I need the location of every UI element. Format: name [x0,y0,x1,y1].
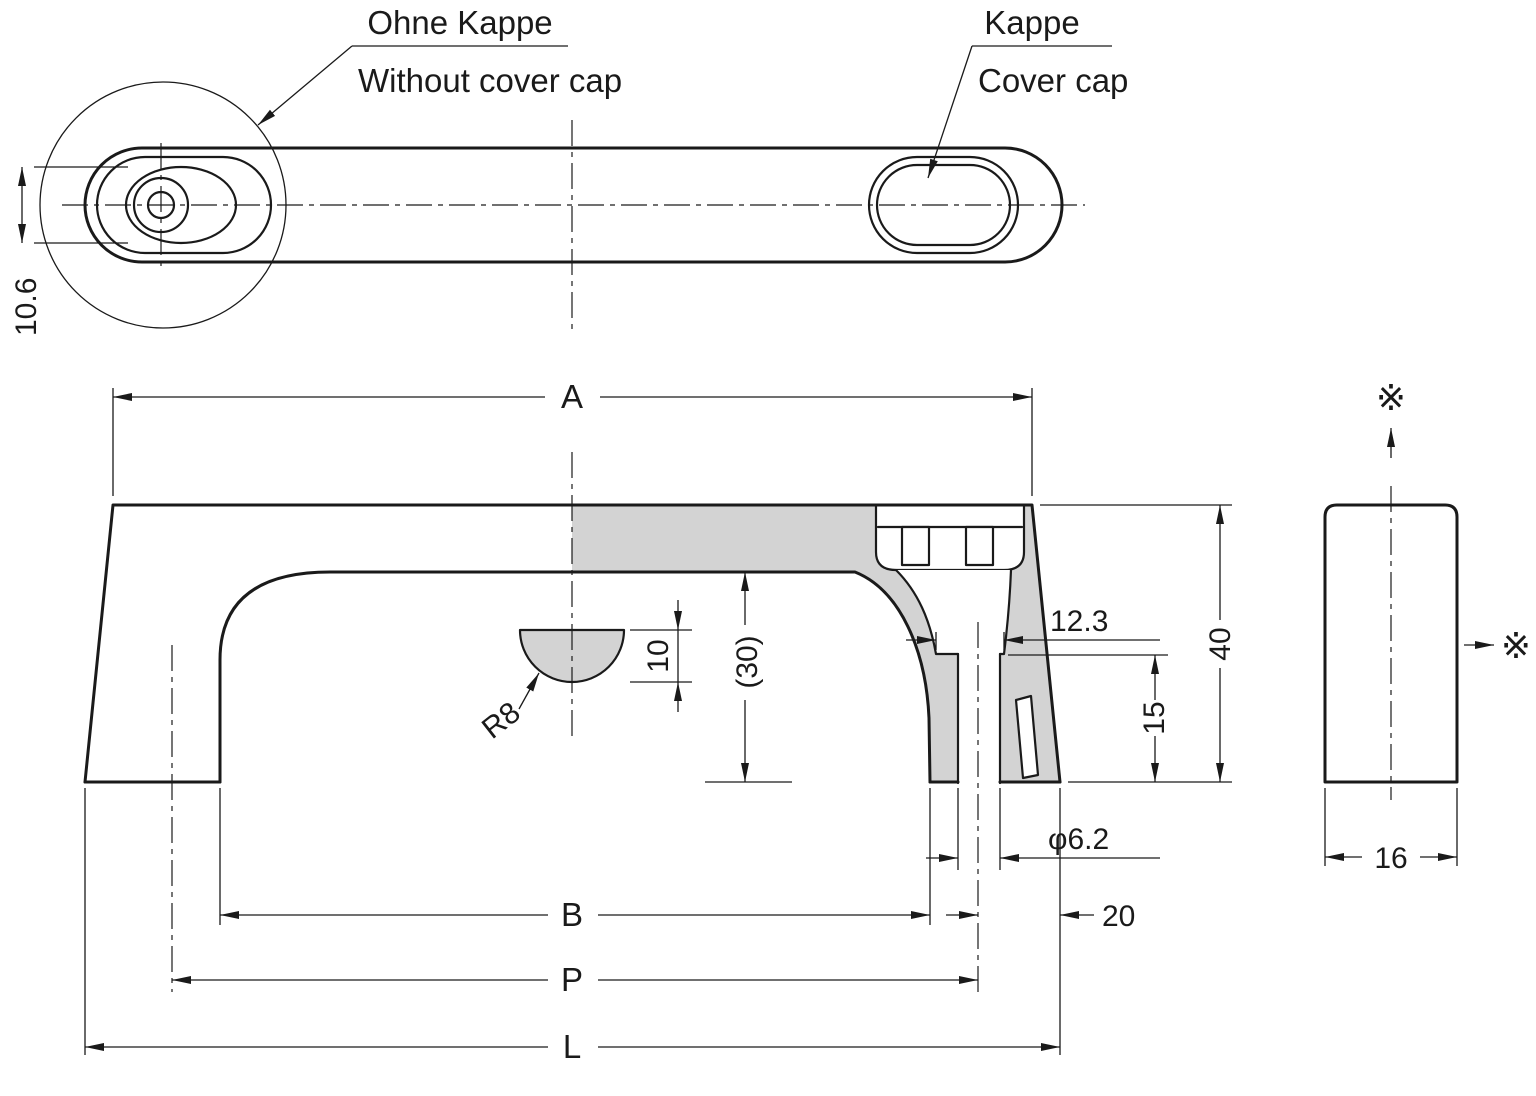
leader-cover-cap [927,45,973,179]
dim-boss-height: 10 [630,600,692,712]
dim-15-value: 15 [1138,701,1171,734]
ref-mark-side-symbol: ※ [1501,625,1531,666]
dim-P-value: P [561,961,583,998]
counterbore-right-wall [998,568,1013,656]
counterbore-left-wall [894,568,960,656]
label-kappe-text: Kappe [984,4,1079,41]
top-view: 10.6 Ohne Kappe Without cover cap Kappe … [10,4,1128,336]
dim-12-3-value: 12.3 [1050,605,1108,638]
dim-40-value: 40 [1204,627,1237,660]
label-without-cover-cap: Ohne Kappe Without cover cap [257,4,622,126]
ref-mark-side: ※ [1464,625,1531,666]
dim-depth: 16 [1324,788,1458,875]
dim-inner-width: B [219,788,931,933]
side-outline [1323,503,1459,784]
dim-screw-hole-dia: φ6.2 [926,788,1160,870]
dim-30-value: (30) [731,635,764,688]
ref-mark-top: ※ [1376,377,1406,458]
dim-phi-6-2-value: φ6.2 [1048,823,1109,856]
dim-counterbore-width: 12.3 [906,605,1160,650]
dim-R8-value: R8 [476,696,527,746]
label-cover-cap: Kappe Cover cap [927,4,1128,179]
dim-overall-height: 40 [1040,504,1237,783]
dim-leg-section-height: 15 [1008,654,1171,782]
dim-10-value: 10 [642,639,675,672]
dim-slot-height: 10.6 [10,166,128,336]
dim-boss-radius: R8 [476,672,540,746]
cap-clip-right [964,525,995,567]
cap-clip-left [900,525,931,567]
clip-slot [1014,694,1040,780]
dim-B-value: B [561,896,583,933]
dim-20-value: 20 [1102,900,1135,933]
dim-A-value: A [561,378,583,415]
leader-without-cap [257,45,353,126]
front-view: A (30) 10 R8 12.3 [83,378,1237,1065]
screw-recess-fill [896,570,1011,783]
dim-slot-height-value: 10.6 [10,278,43,336]
label-cover-cap-text: Cover cap [978,62,1128,99]
dim-end-offset: 20 [946,788,1135,1055]
dim-overall-length: L [84,788,1060,1065]
cap-socket [874,503,1026,572]
dim-hole-pitch: P [172,961,978,998]
side-view: ※ ※ 16 [1323,377,1531,875]
inner-profile [218,570,932,784]
dim-16-value: 16 [1374,842,1407,875]
label-ohne-kappe-text: Ohne Kappe [367,4,552,41]
label-without-cover-cap-text: Without cover cap [358,62,622,99]
ref-mark-top-symbol: ※ [1376,377,1406,418]
dim-L-value: L [563,1028,581,1065]
dim-inner-height: (30) [705,572,792,783]
dim-overall-top-width: A [112,378,1033,496]
